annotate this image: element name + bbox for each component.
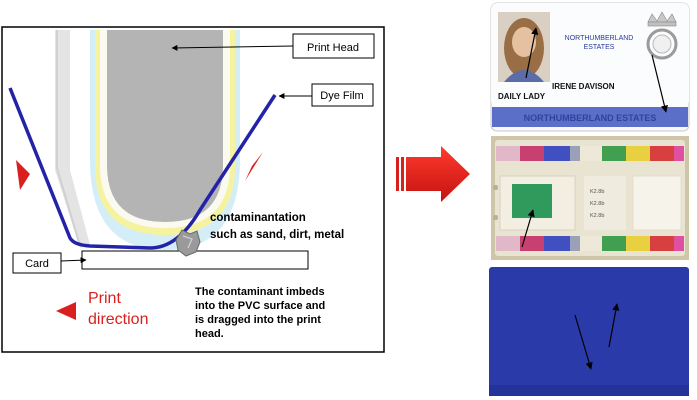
note-line-3: is dragged into the print: [195, 314, 321, 326]
print-head-label-box: [292, 33, 375, 59]
note-line-2: into the PVC surface and: [195, 300, 325, 312]
transition-arrow-icon: [396, 146, 470, 202]
id-banner-text: NORTHUMBERLAND ESTATES: [524, 113, 657, 123]
contamination-text-1: contaminantation: [210, 212, 306, 224]
print-head: [107, 30, 223, 222]
contaminant-particle: [175, 229, 201, 257]
print-direction-text-1: Print: [88, 290, 121, 307]
card-pointer: [60, 257, 87, 264]
note-line-1: The contaminant imbeds: [195, 286, 325, 298]
id-name: IRENE DAVISON: [552, 82, 615, 91]
print-direction-arrow: [56, 302, 76, 320]
id-banner: [492, 107, 688, 127]
ribbon-code-2: K2.8b: [590, 201, 604, 207]
id-org-line-1: NORTHUMBERLAND: [565, 35, 634, 42]
id-card: NORTHUMBERLAND ESTATES IRENE DAVISON DAI…: [490, 2, 690, 132]
ribbon-direction-left: [16, 160, 30, 190]
blue-card: [489, 267, 689, 396]
contamination-text-2: such as sand, dirt, metal: [210, 229, 344, 241]
dye-film-label-box: [311, 83, 374, 107]
dye-film-ribbon: [8, 87, 277, 250]
ribbon-code-3: K2.8b: [590, 213, 604, 219]
card-label: Card: [25, 258, 49, 270]
print-direction-text-2: direction: [88, 311, 148, 328]
ribbon-card: K2.8b K2.8b K2.8b: [491, 136, 689, 260]
print-head-label: Print Head: [307, 42, 359, 54]
print-head-pointer: [171, 44, 294, 51]
note-line-4: head.: [195, 328, 224, 340]
ribbon-direction-right: [245, 152, 263, 181]
card-shape: [81, 250, 309, 270]
dye-film-label: Dye Film: [320, 90, 363, 102]
id-org-line-2: ESTATES: [584, 44, 615, 51]
card-label-box: [12, 252, 62, 274]
ribbon-code-1: K2.8b: [590, 189, 604, 195]
crest-icon: [646, 11, 678, 60]
id-role: DAILY LADY: [498, 92, 546, 101]
